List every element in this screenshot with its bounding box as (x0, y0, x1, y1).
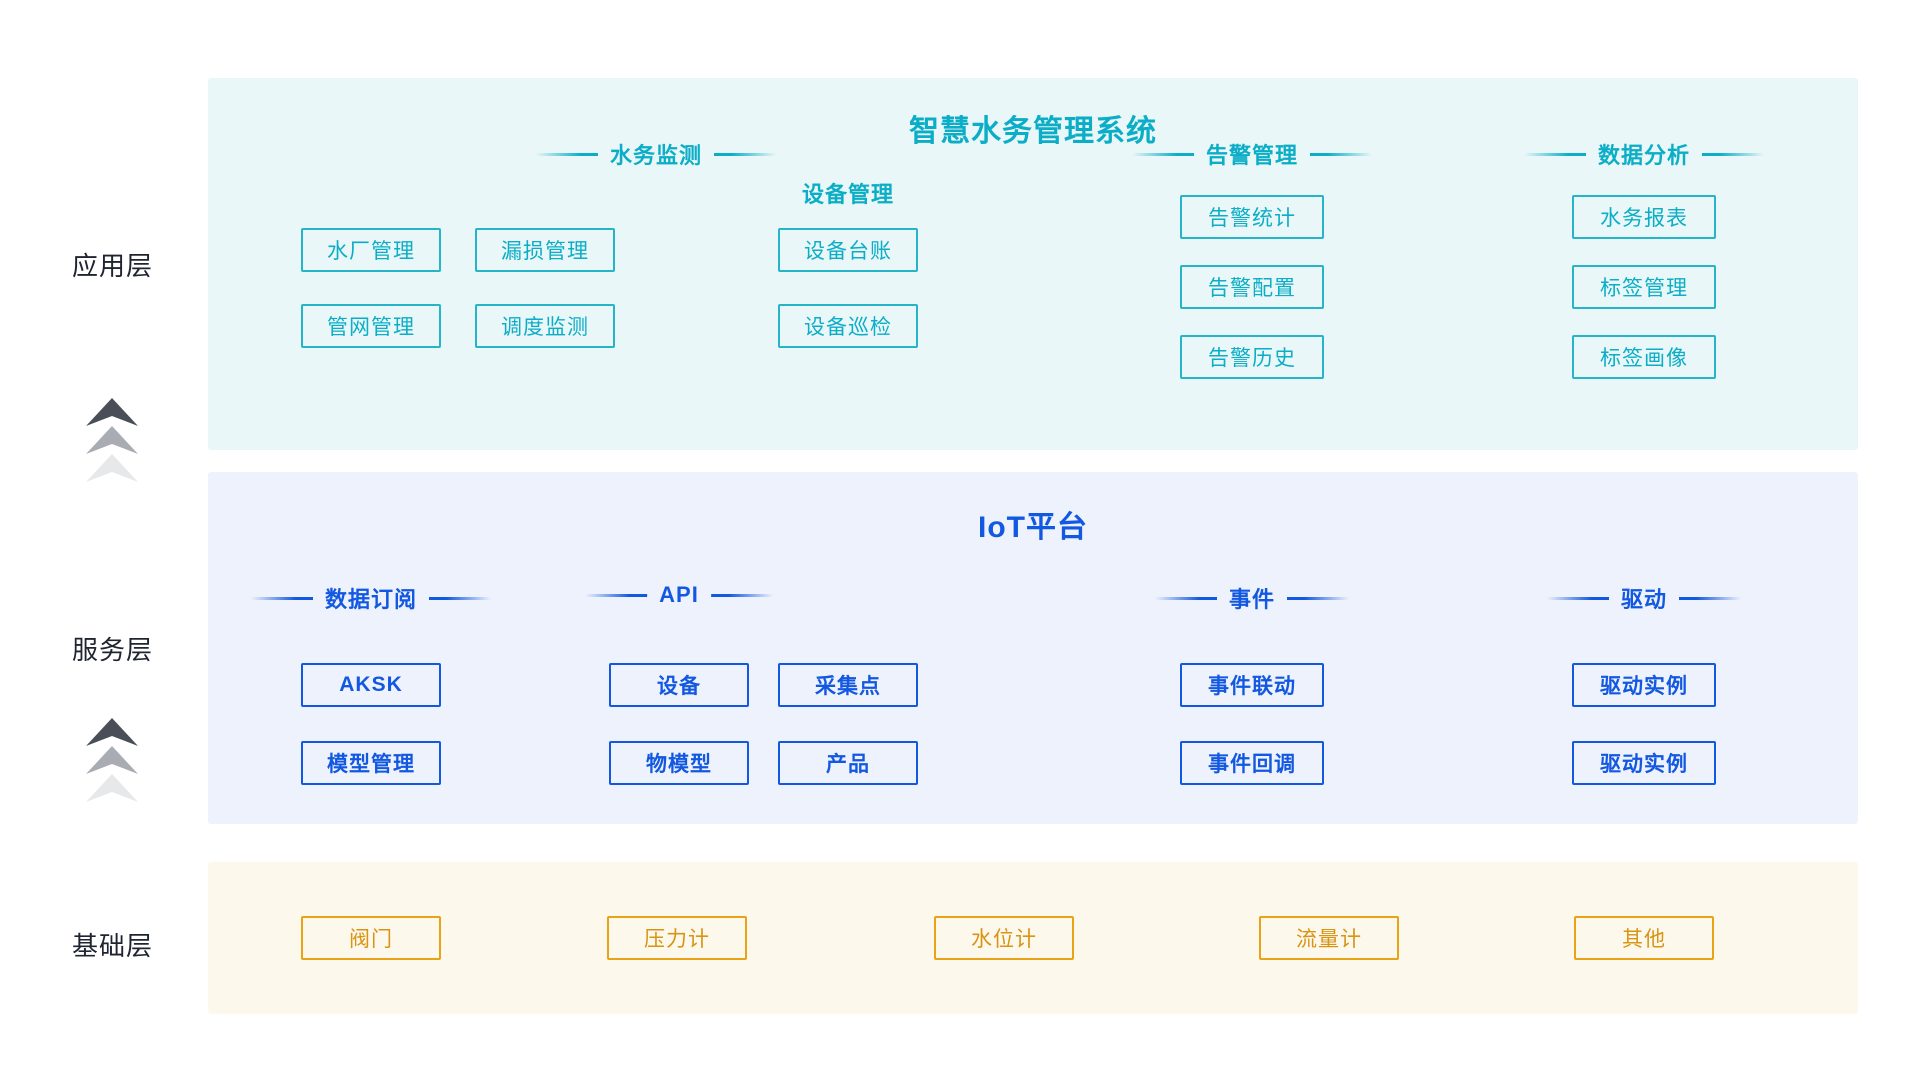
section-heading-label: 数据分析 (1597, 143, 1691, 168)
heading-rule-left (1154, 596, 1217, 600)
application-layer-band: 智慧水务管理系统 水务监测 水厂管理 漏损管理 管网管理 调度监测 设备管理 设… (208, 78, 1858, 450)
node-flow-meter[interactable]: 流量计 (1259, 916, 1399, 960)
node-water-report[interactable]: 水务报表 (1572, 195, 1716, 239)
section-heading-label: 驱动 (1620, 587, 1668, 612)
section-heading-label: API (659, 582, 699, 607)
section-heading-water-monitoring: 水务监测 (535, 138, 777, 170)
service-layer-title: IoT平台 (978, 511, 1088, 544)
node-device-inspection[interactable]: 设备巡检 (778, 304, 918, 348)
node-product[interactable]: 产品 (778, 741, 918, 785)
heading-rule-right (714, 152, 777, 156)
node-event-linkage[interactable]: 事件联动 (1180, 663, 1324, 707)
layer-label-application: 应用层 (72, 251, 154, 281)
section-heading-device-management: 设备管理 (801, 182, 895, 207)
node-device[interactable]: 设备 (609, 663, 749, 707)
base-layer-band: 阀门 压力计 水位计 流量计 其他 (208, 862, 1858, 1014)
node-pipe-network-management[interactable]: 管网管理 (301, 304, 441, 348)
heading-rule-left (250, 596, 313, 600)
node-valve[interactable]: 阀门 (301, 916, 441, 960)
application-layer-title: 智慧水务管理系统 (909, 115, 1157, 148)
section-heading-api: API (585, 582, 773, 608)
section-heading-alarm-management: 告警管理 (1131, 138, 1373, 170)
node-model-management[interactable]: 模型管理 (301, 741, 441, 785)
heading-rule-right (1702, 152, 1765, 156)
heading-rule-right (429, 596, 492, 600)
section-heading-label: 事件 (1228, 587, 1276, 612)
arrow-up-service-to-application-icon (84, 396, 140, 482)
section-heading-driver: 驱动 (1546, 582, 1742, 614)
section-heading-data-analysis: 数据分析 (1523, 138, 1765, 170)
heading-rule-right (1287, 596, 1350, 600)
heading-rule-right (710, 593, 773, 597)
layer-label-service: 服务层 (72, 635, 154, 665)
heading-rule-right (1679, 596, 1742, 600)
service-layer-band: IoT平台 数据订阅 AKSK 模型管理 API 设备 采集点 物模型 产品 事… (208, 472, 1858, 824)
node-tag-management[interactable]: 标签管理 (1572, 265, 1716, 309)
node-pressure-gauge[interactable]: 压力计 (607, 916, 747, 960)
heading-rule-left (1523, 152, 1586, 156)
node-device-ledger[interactable]: 设备台账 (778, 228, 918, 272)
node-aksk[interactable]: AKSK (301, 663, 441, 707)
heading-rule-left (1131, 152, 1194, 156)
heading-rule-right (1310, 152, 1373, 156)
node-alarm-configuration[interactable]: 告警配置 (1180, 265, 1324, 309)
node-water-plant-management[interactable]: 水厂管理 (301, 228, 441, 272)
section-heading-label: 数据订阅 (324, 587, 418, 612)
section-heading-label: 告警管理 (1205, 143, 1299, 168)
node-alarm-statistics[interactable]: 告警统计 (1180, 195, 1324, 239)
section-heading-event: 事件 (1154, 582, 1350, 614)
node-driver-instance-2[interactable]: 驱动实例 (1572, 741, 1716, 785)
arrow-up-base-to-service-icon (84, 716, 140, 802)
node-leakage-management[interactable]: 漏损管理 (475, 228, 615, 272)
layer-label-base: 基础层 (72, 931, 154, 961)
node-dispatch-monitoring[interactable]: 调度监测 (475, 304, 615, 348)
node-tag-profile[interactable]: 标签画像 (1572, 335, 1716, 379)
section-heading-label: 水务监测 (609, 143, 703, 168)
node-alarm-history[interactable]: 告警历史 (1180, 335, 1324, 379)
node-driver-instance-1[interactable]: 驱动实例 (1572, 663, 1716, 707)
node-other[interactable]: 其他 (1574, 916, 1714, 960)
node-water-level-gauge[interactable]: 水位计 (934, 916, 1074, 960)
node-collection-point[interactable]: 采集点 (778, 663, 918, 707)
heading-rule-left (585, 593, 648, 597)
node-event-callback[interactable]: 事件回调 (1180, 741, 1324, 785)
heading-rule-left (1546, 596, 1609, 600)
node-thing-model[interactable]: 物模型 (609, 741, 749, 785)
section-heading-data-subscription: 数据订阅 (250, 582, 492, 614)
heading-rule-left (535, 152, 598, 156)
